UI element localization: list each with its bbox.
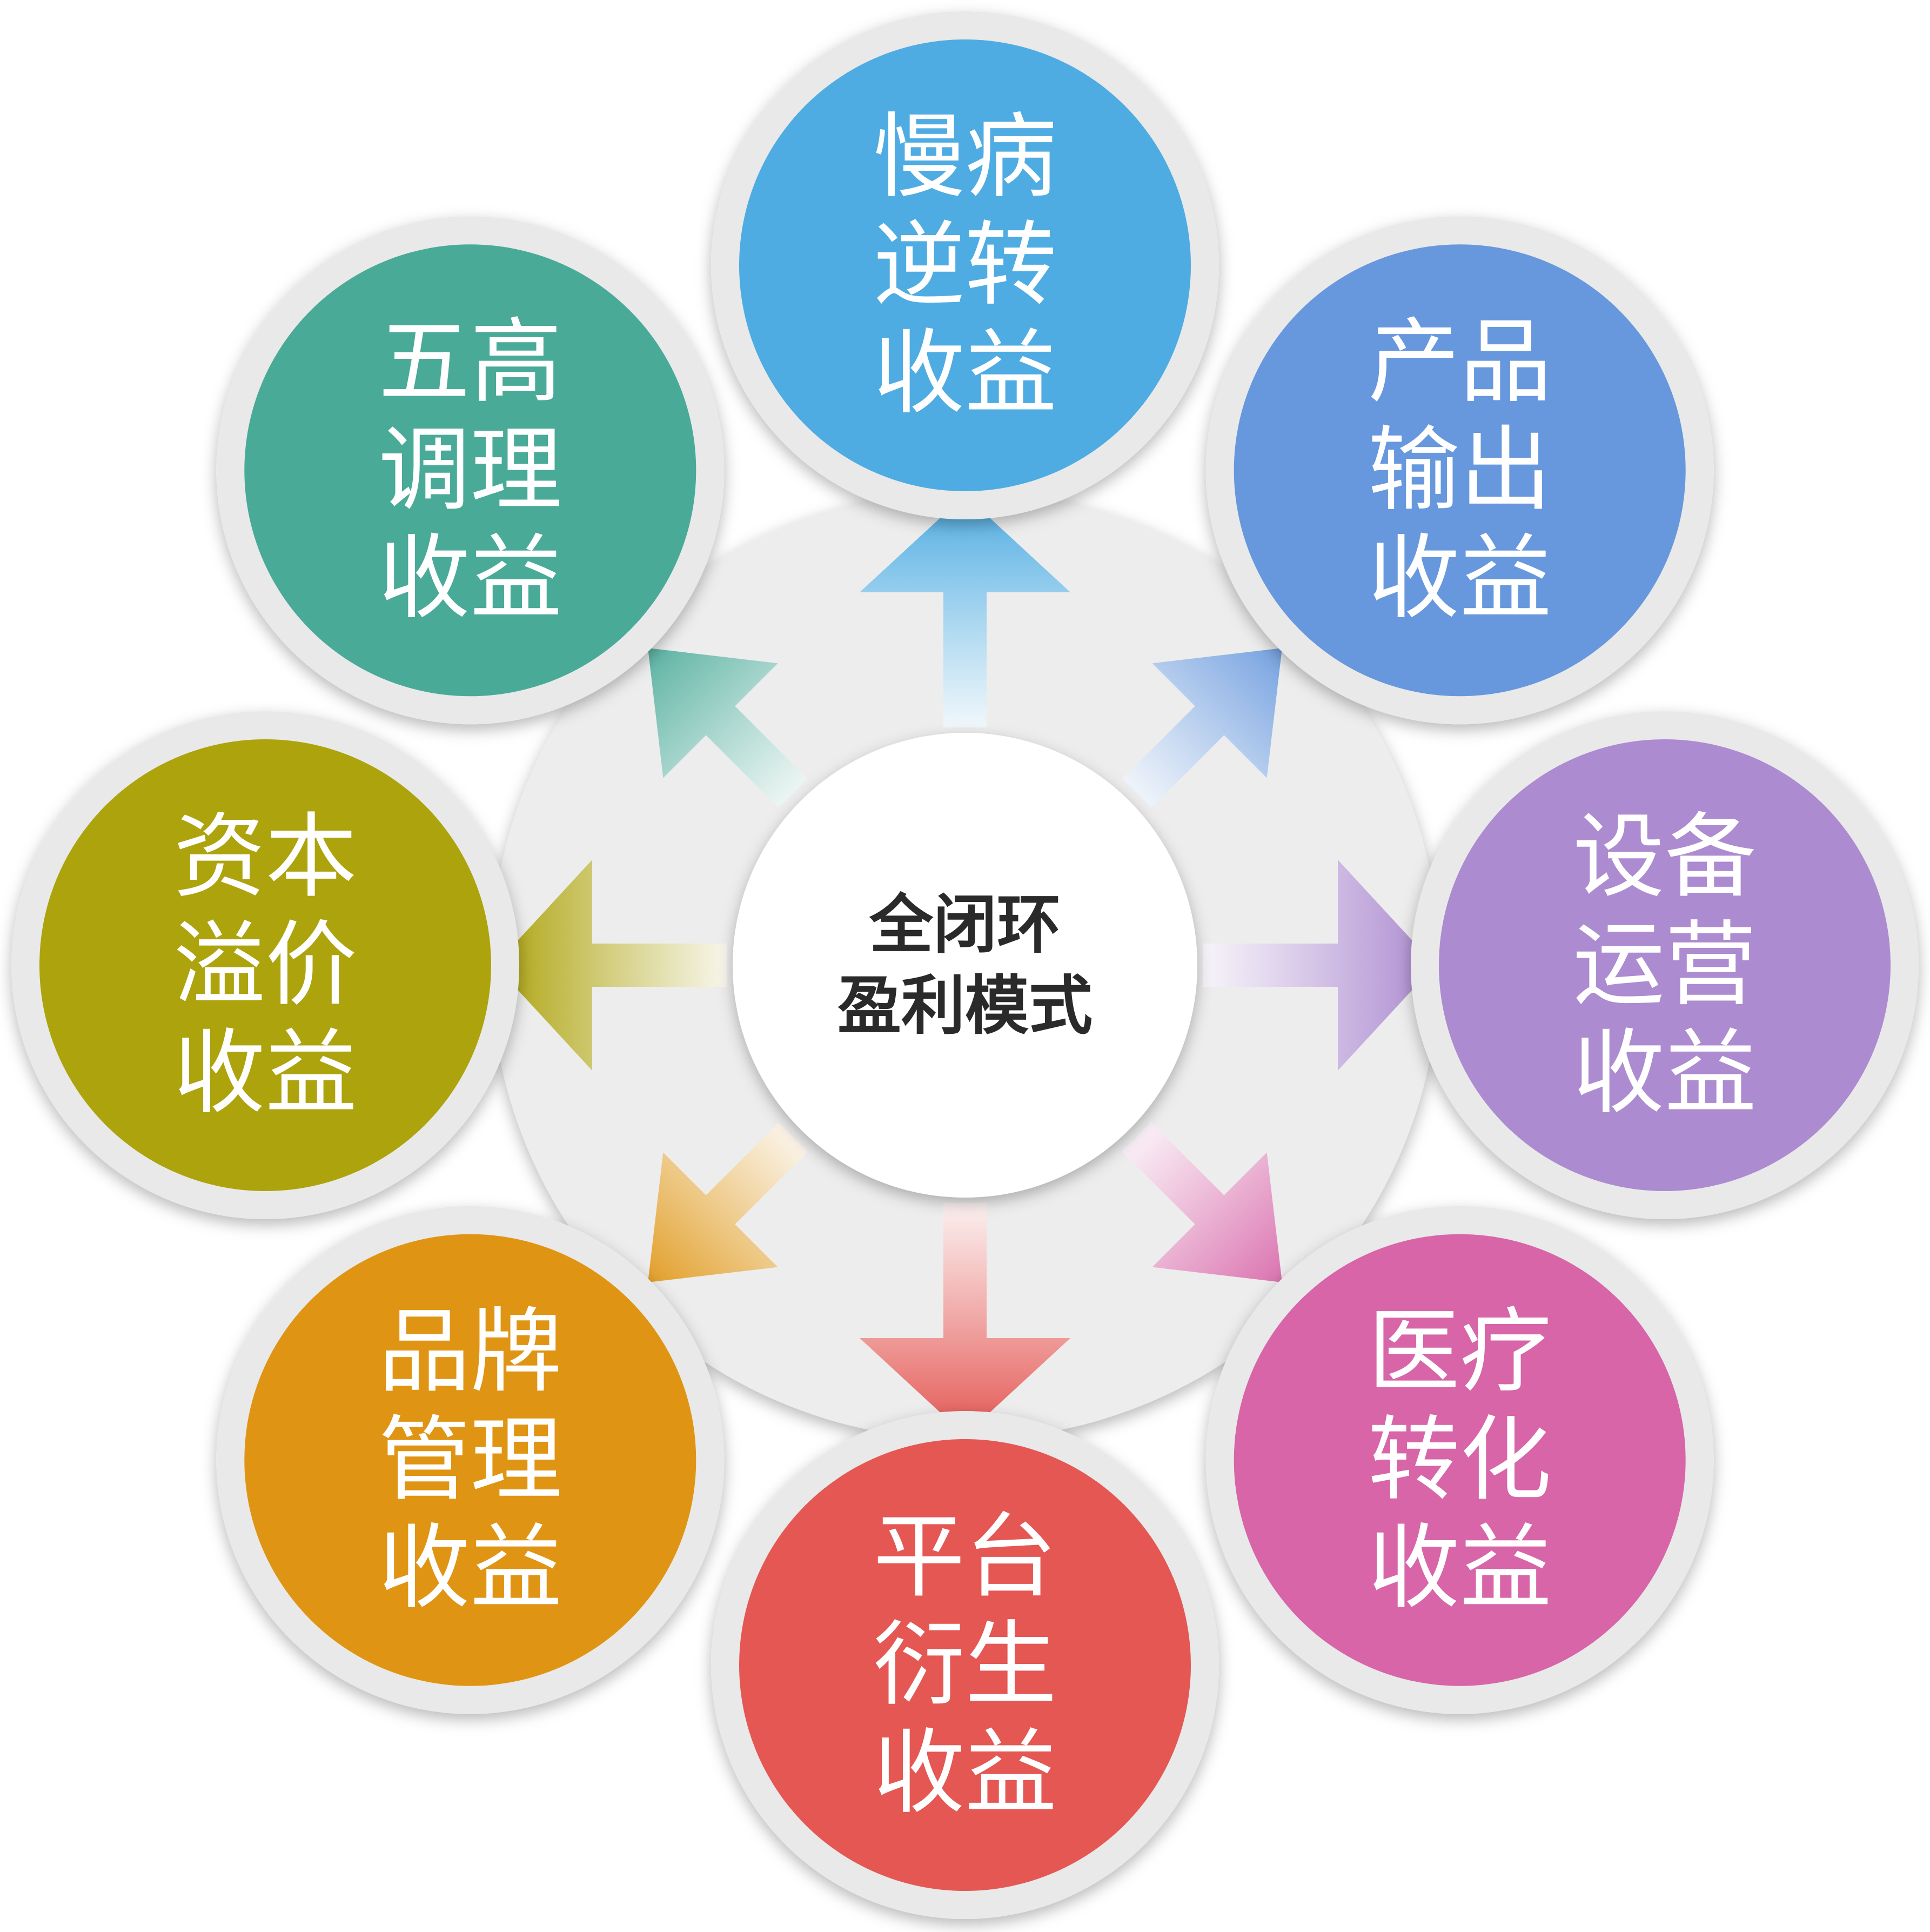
node-label-line-2: 收益 xyxy=(1368,525,1552,632)
arrow-shape xyxy=(1122,648,1282,808)
node-fill xyxy=(739,39,1191,491)
node-label-line-1: 衍生 xyxy=(873,1612,1057,1719)
node-label-line-2: 收益 xyxy=(873,1720,1057,1827)
center-label-line-1: 盈利模式 xyxy=(837,968,1093,1043)
node-fill xyxy=(39,739,491,1191)
node-label-line-0: 资本 xyxy=(173,804,357,911)
arrow-brand-management xyxy=(648,1122,808,1282)
arrow-shape xyxy=(495,860,727,1071)
arrow-shape xyxy=(648,1122,808,1282)
arrow-equipment-operation xyxy=(1203,860,1435,1071)
node-label-line-1: 调理 xyxy=(378,417,562,524)
node-label-line-2: 收益 xyxy=(173,1020,357,1127)
node-label-line-1: 逆转 xyxy=(873,212,1057,319)
arrow-five-highs-conditioning xyxy=(648,648,808,808)
node-label-line-0: 品牌 xyxy=(378,1299,562,1406)
arrow-shape xyxy=(860,1203,1070,1435)
center-circle xyxy=(733,733,1197,1198)
node-label-line-1: 输出 xyxy=(1368,417,1552,524)
node-fill xyxy=(1234,244,1686,697)
node-label-line-2: 收益 xyxy=(378,1515,562,1622)
arrow-shape xyxy=(1203,860,1435,1071)
arrow-shape xyxy=(1122,1122,1282,1282)
arrow-slow-disease-reversal xyxy=(860,495,1070,727)
arrow-capital-premium xyxy=(495,860,727,1071)
node-fill xyxy=(1439,739,1891,1191)
node-label-line-0: 设备 xyxy=(1573,804,1757,911)
node-label-line-0: 平台 xyxy=(873,1503,1057,1610)
arrow-medical-conversion xyxy=(1122,1122,1282,1282)
arrow-product-output xyxy=(1122,648,1282,808)
node-label-line-0: 慢病 xyxy=(873,104,1057,211)
arrow-shape xyxy=(860,495,1070,727)
node-label-line-1: 溢价 xyxy=(173,912,357,1019)
node-label-line-1: 转化 xyxy=(1368,1407,1552,1514)
node-label-line-0: 医疗 xyxy=(1368,1299,1552,1406)
node-fill xyxy=(739,1439,1191,1891)
arrow-platform-derivative xyxy=(860,1203,1070,1435)
node-label-line-1: 运营 xyxy=(1573,912,1757,1019)
node-label-line-2: 收益 xyxy=(1368,1515,1552,1622)
center-label-line-0: 全闭环 xyxy=(869,887,1061,962)
node-fill xyxy=(244,1234,696,1686)
node-label-line-0: 产品 xyxy=(1368,309,1552,416)
arrow-shape xyxy=(648,648,808,808)
node-label-line-2: 收益 xyxy=(873,320,1057,427)
node-label-line-2: 收益 xyxy=(378,525,562,632)
node-fill xyxy=(244,244,696,697)
node-label-line-0: 五高 xyxy=(378,309,562,416)
node-fill xyxy=(1234,1234,1686,1686)
node-label-line-2: 收益 xyxy=(1573,1020,1757,1127)
node-label-line-1: 管理 xyxy=(378,1407,562,1514)
